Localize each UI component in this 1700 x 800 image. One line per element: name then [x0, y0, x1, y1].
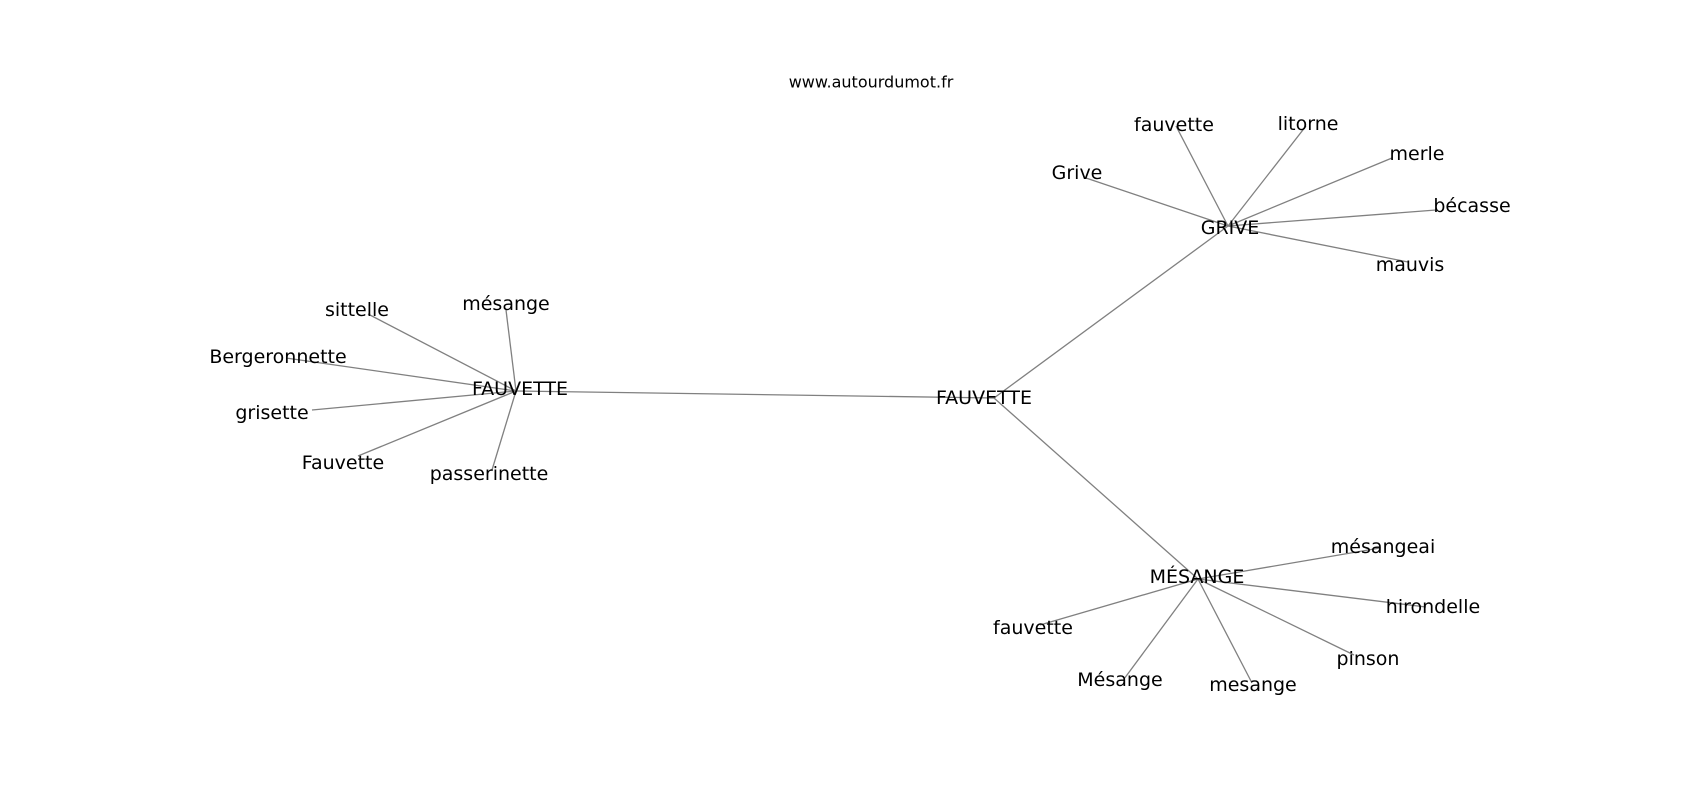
edge-root-to-hub-grive: [993, 225, 1229, 399]
edge-hub-fauvette-to-h1-passerinette: [491, 390, 517, 471]
edge-hub-mesange-to-h3-hirondelle: [1197, 578, 1427, 608]
leaf-node-h3-mesangeai[interactable]: mésangeai: [1331, 536, 1435, 558]
leaf-node-h3-pinson[interactable]: pinson: [1337, 648, 1400, 670]
edge-hub-mesange-to-h3-mesangeai: [1197, 547, 1381, 580]
leaf-node-h1-grisette[interactable]: grisette: [235, 402, 308, 424]
edge-hub-fauvette-to-h1-sittelle: [367, 313, 517, 392]
edge-hub-mesange-to-h3-mesange-cap: [1123, 578, 1199, 680]
leaf-node-h2-merle[interactable]: merle: [1390, 143, 1445, 165]
edge-hub-grive-to-h2-litorne: [1227, 125, 1307, 227]
edge-hub-grive-to-h2-mauvis: [1227, 225, 1409, 263]
leaf-node-h2-fauvette[interactable]: fauvette: [1134, 114, 1214, 136]
edge-hub-fauvette-to-h1-grisette: [311, 390, 517, 411]
center-node-root[interactable]: FAUVETTE: [936, 387, 1032, 409]
leaf-node-h3-mesange-cap[interactable]: Mésange: [1077, 669, 1162, 691]
edge-root-to-hub-fauvette: [515, 390, 995, 399]
edge-hub-grive-to-h2-fauvette: [1175, 125, 1229, 227]
leaf-node-h2-litorne[interactable]: litorne: [1278, 113, 1339, 135]
edge-hub-mesange-to-h3-fauvette: [1039, 578, 1199, 626]
leaf-node-h1-bergeronnette[interactable]: Bergeronnette: [209, 346, 346, 368]
leaf-node-h3-mesange[interactable]: mesange: [1209, 674, 1297, 696]
hub-node-hub-grive[interactable]: GRIVE: [1201, 217, 1260, 239]
edge-hub-mesange-to-h3-pinson: [1197, 578, 1355, 656]
leaf-node-h2-becasse[interactable]: bécasse: [1433, 195, 1510, 217]
source-watermark: www.autourdumot.fr: [789, 73, 954, 92]
leaf-node-h1-passerinette[interactable]: passerinette: [430, 463, 549, 485]
leaf-node-h1-fauvette-cap[interactable]: Fauvette: [302, 452, 384, 474]
graph-edges: [285, 125, 1437, 684]
leaf-node-h3-fauvette[interactable]: fauvette: [993, 617, 1073, 639]
hub-node-hub-fauvette[interactable]: FAUVETTE: [472, 378, 568, 400]
graph-node-labels: FAUVETTE FAUVETTE mésange sittelleBergeronn…: [209, 113, 1510, 696]
hub-node-hub-mesange[interactable]: MÉSANGE: [1150, 565, 1245, 588]
leaf-node-h3-hirondelle[interactable]: hirondelle: [1386, 596, 1480, 618]
edge-hub-fauvette-to-h1-fauvette-cap: [357, 390, 517, 457]
edge-hub-grive-to-h2-grive-cap: [1085, 177, 1229, 227]
leaf-node-h1-sittelle[interactable]: sittelle: [325, 299, 389, 321]
leaf-node-h2-mauvis[interactable]: mauvis: [1376, 254, 1445, 276]
edge-hub-fauvette-to-h1-bergeronnette: [285, 357, 517, 392]
edge-root-to-hub-mesange: [993, 397, 1199, 580]
edge-hub-fauvette-to-h1-mesange: [505, 309, 517, 392]
edge-hub-mesange-to-h3-mesange: [1197, 578, 1253, 684]
edge-hub-grive-to-h2-becasse: [1227, 209, 1437, 227]
leaf-node-h1-mesange[interactable]: mésange: [462, 293, 550, 315]
edge-hub-grive-to-h2-merle: [1227, 157, 1393, 227]
leaf-node-h2-grive-cap[interactable]: Grive: [1052, 162, 1103, 184]
